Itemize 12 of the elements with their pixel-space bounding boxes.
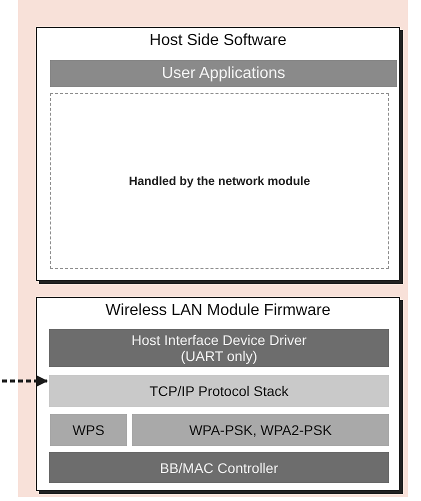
layer-frame xyxy=(36,297,400,491)
frame-title: Wireless LAN Module Firmware xyxy=(104,303,332,320)
layer-bar: Host Interface Device Driver (UART only) xyxy=(49,329,389,367)
layer-block: WPA-PSK, WPA2-PSK xyxy=(132,414,389,446)
layer-bar: User Applications xyxy=(50,60,397,87)
frame-title: Host Side Software xyxy=(148,33,288,50)
layer-bar: TCP/IP Protocol Stack xyxy=(49,375,389,407)
dashed-area: Handled by the network module xyxy=(50,93,389,269)
layer-bar: BB/MAC Controller xyxy=(49,452,389,483)
arrow xyxy=(2,375,48,387)
layer-block: WPS xyxy=(50,414,127,446)
layer-frame xyxy=(36,27,400,281)
